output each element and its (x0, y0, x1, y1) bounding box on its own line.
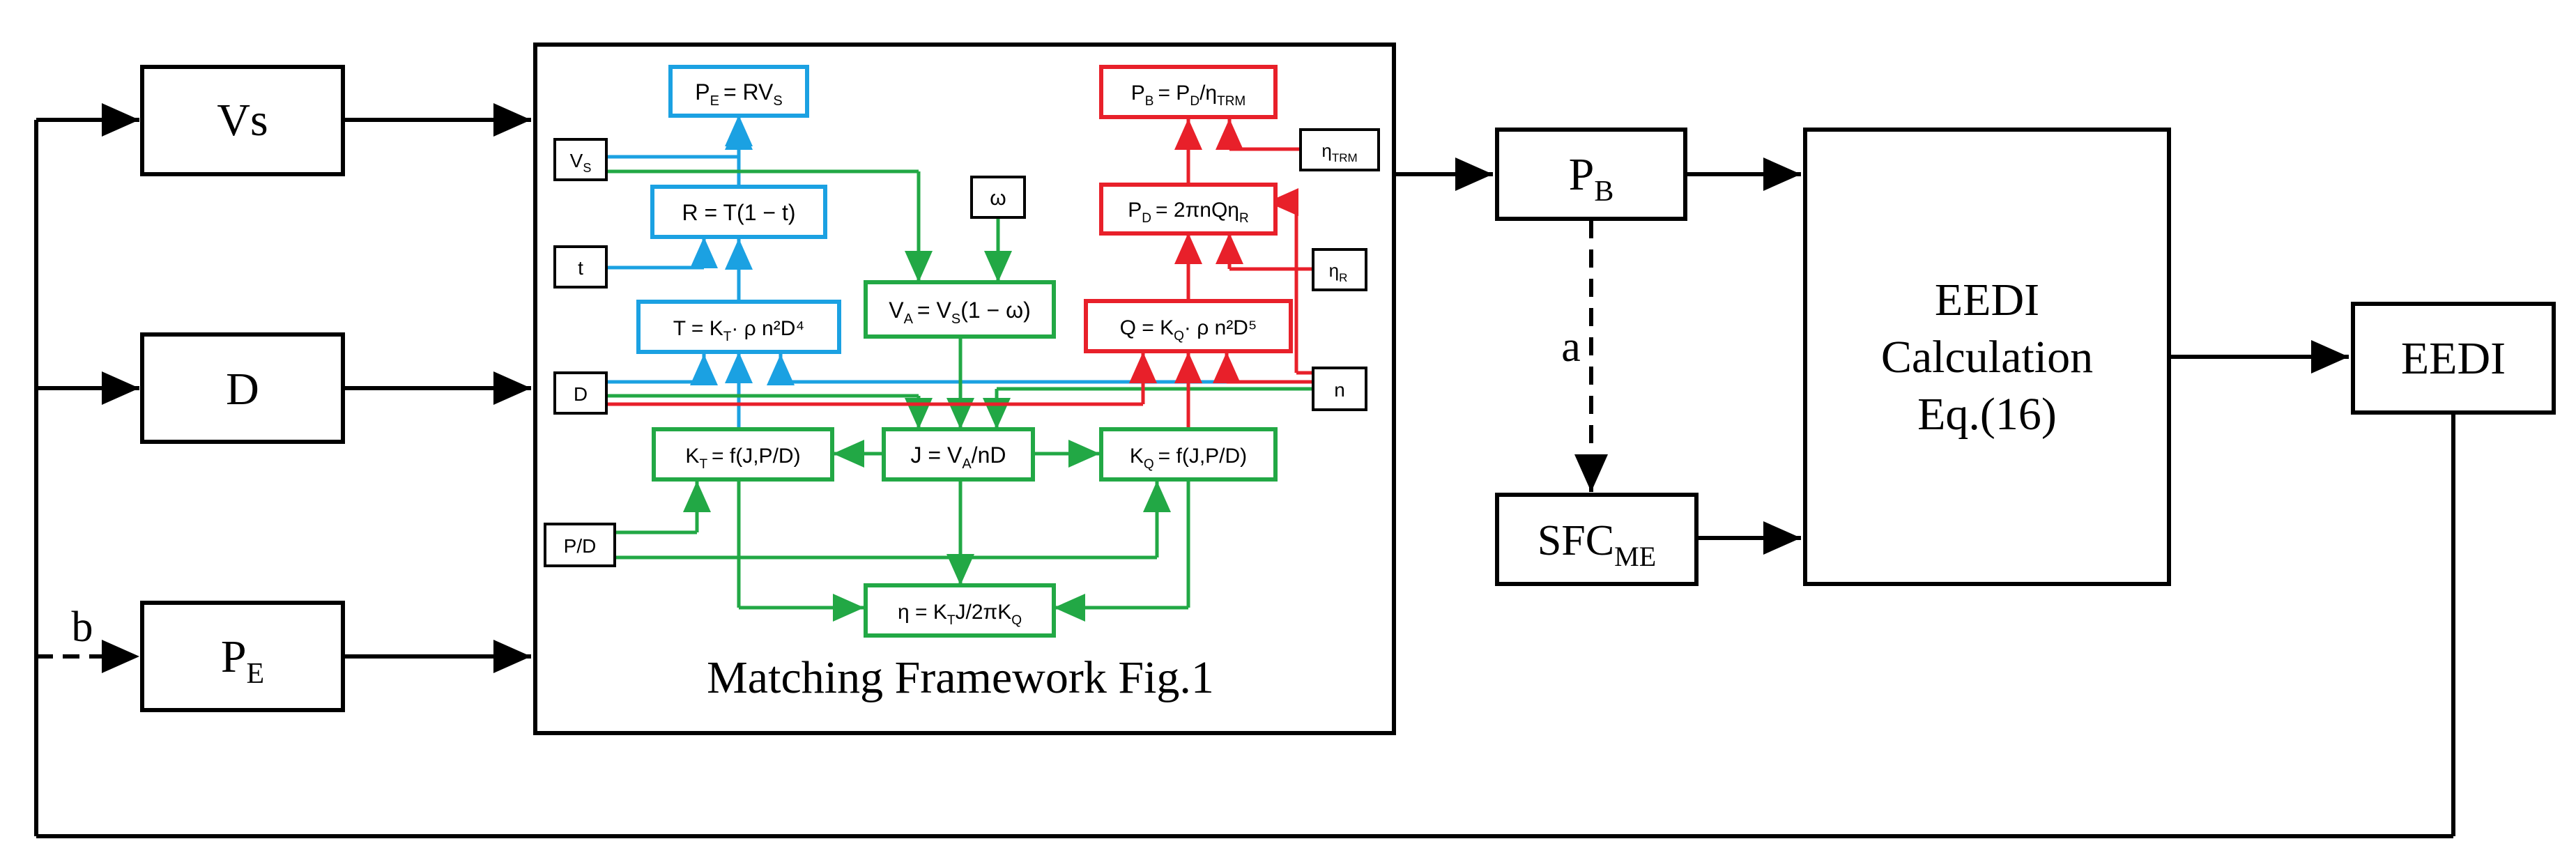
eedi-output-block: EEDI (2351, 302, 2556, 415)
eta-trm-input-box: ηTRM (1299, 128, 1380, 171)
n-input-box: n (1312, 367, 1367, 411)
svg-text:VA= VS(1 − ω): VA= VS(1 − ω) (889, 298, 1031, 327)
green-connectors (606, 169, 1313, 622)
d-input-box: D (553, 371, 608, 415)
matching-framework: Matching Framework Fig.1 (533, 43, 1396, 735)
svg-text:η = KTJ/2πKQ: η = KTJ/2πKQ (898, 601, 1022, 628)
svg-text:VS: VS (570, 150, 592, 175)
r-equation-box: R = T(1 − t) (650, 185, 827, 239)
svg-text:n: n (1334, 379, 1345, 401)
svg-text:ω: ω (990, 187, 1006, 210)
omega-input-box: ω (970, 176, 1026, 219)
t-equation-box: T = KT· ρ n²D⁴ (636, 300, 841, 354)
calc-line-2: Calculation (1881, 332, 2093, 383)
svg-text:PD= 2πnQηR: PD= 2πnQηR (1128, 199, 1248, 226)
q-equation-box: Q = KQ· ρ n²D⁵ (1084, 299, 1293, 353)
a-label: a (1561, 323, 1581, 371)
b-label: b (72, 603, 93, 651)
t-input-box: t (553, 245, 608, 288)
pd-input-box: P/D (544, 523, 616, 567)
svg-text:ηTRM: ηTRM (1321, 140, 1357, 164)
svg-text:ηR: ηR (1329, 260, 1348, 284)
pb-label: PB (1569, 149, 1614, 208)
framework-caption: Matching Framework Fig.1 (707, 652, 1214, 703)
d-label: D (226, 364, 259, 415)
vs-input-box: VS (553, 138, 608, 181)
kq-equation-box: KQ= f(J,P/D) (1099, 427, 1278, 482)
red-connectors (606, 118, 1313, 440)
pb-block: PB (1495, 128, 1687, 221)
svg-text:D: D (574, 383, 588, 405)
svg-text:P/D: P/D (564, 535, 597, 557)
sfc-block: SFCME (1495, 493, 1699, 586)
pe-equation-box: PE= RVS (668, 65, 809, 118)
svg-text:T = KT· ρ n²D⁴: T = KT· ρ n²D⁴ (673, 317, 805, 344)
input-arrows (343, 103, 531, 673)
svg-text:KT= f(J,P/D): KT= f(J,P/D) (685, 445, 800, 472)
vs-block: Vs (140, 65, 345, 176)
eedi-label: EEDI (2401, 333, 2506, 384)
eta-r-input-box: ηR (1312, 248, 1367, 291)
va-equation-box: VA= VS(1 − ω) (864, 280, 1056, 339)
pb-equation-box: PB= PD/ηTRM (1099, 65, 1278, 119)
pe-block: PE (140, 601, 345, 712)
eedi-calculation-block: EEDI Calculation Eq.(16) (1803, 128, 2171, 586)
d-block: D (140, 332, 345, 444)
svg-text:J = VA/nD: J = VA/nD (911, 442, 1006, 472)
feedback-loop (34, 103, 2455, 838)
calc-line-1: EEDI (1935, 275, 2039, 325)
sfc-label: SFCME (1538, 517, 1656, 572)
svg-text:PE= RVS: PE= RVS (695, 79, 782, 109)
pe-label: PE (221, 631, 264, 690)
calc-line-3: Eq.(16) (1917, 389, 2057, 440)
eta-equation-box: η = KTJ/2πKQ (864, 583, 1056, 638)
svg-text:R = T(1 − t): R = T(1 − t) (682, 200, 795, 225)
kt-equation-box: KT= f(J,P/D) (652, 427, 834, 482)
svg-text:Q = KQ· ρ n²D⁵: Q = KQ· ρ n²D⁵ (1120, 316, 1257, 344)
pd-equation-box: PD= 2πnQηR (1099, 183, 1278, 236)
svg-text:t: t (578, 257, 583, 279)
vs-label: Vs (217, 95, 268, 146)
svg-text:PB= PD/ηTRM: PB= PD/ηTRM (1131, 82, 1246, 109)
svg-text:KQ= f(J,P/D): KQ= f(J,P/D) (1130, 445, 1247, 472)
j-equation-box: J = VA/nD (882, 427, 1035, 482)
